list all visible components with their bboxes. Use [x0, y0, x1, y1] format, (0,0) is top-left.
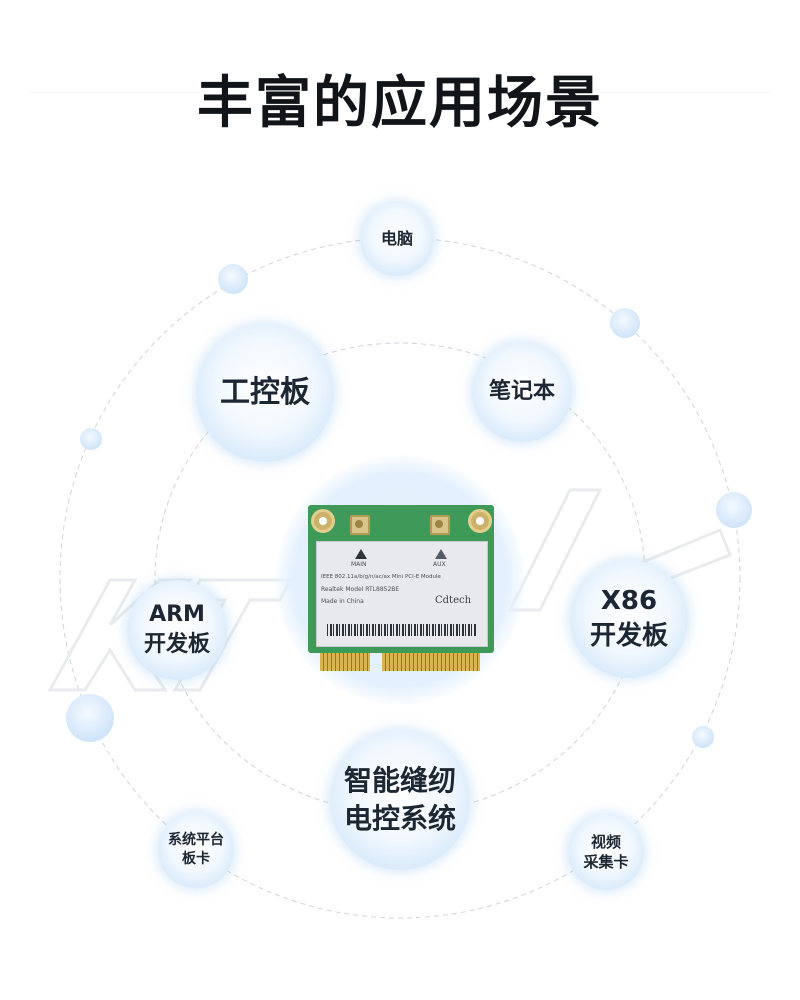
bubble-video-line2: 采集卡: [583, 853, 629, 871]
gold-fingers-left: [320, 653, 370, 671]
bubble-x86-line2: 开发板: [589, 621, 668, 651]
gold-fingers-right: [382, 653, 480, 671]
bubble-video-capture: 视频 采集卡: [568, 814, 644, 890]
module-origin: Made in China: [321, 598, 364, 605]
bubble-sewing-line2: 电控系统: [343, 802, 456, 835]
bubble-x86-line1: X86: [600, 585, 658, 616]
aux-triangle-icon: [435, 549, 447, 559]
decor-dot: [610, 308, 640, 338]
bubble-video-line1: 视频: [590, 832, 621, 851]
antenna-connector-aux: [430, 515, 450, 535]
bubble-computer: 电脑: [360, 202, 434, 276]
bubble-arm-line2: 开发板: [143, 632, 210, 657]
bubble-x86: X86 开发板: [570, 560, 688, 678]
decor-dot: [692, 726, 714, 748]
module-brand: Cdtech: [435, 595, 472, 606]
decor-dot: [218, 264, 248, 294]
bubble-industrial-board-label: 工控板: [220, 374, 310, 410]
module-model: Realtek Model RTL8852BE: [321, 586, 400, 593]
bubble-industrial-board: 工控板: [196, 324, 334, 462]
module-label: MAIN AUX IEEE 802.11a/b/g/n/ac/ax Mini P…: [316, 541, 488, 647]
bubble-sewing-line1: 智能缝纫: [343, 764, 456, 798]
module-barcode: [327, 624, 477, 636]
bubble-system-line2: 板卡: [182, 851, 210, 867]
bubble-smart-sewing: 智能缝纫 电控系统: [330, 730, 470, 870]
aux-label: AUX: [433, 561, 446, 568]
bubble-system-line1: 系统平台: [168, 832, 224, 849]
page-title: 丰富的应用场景: [197, 71, 603, 136]
title-divider-right: [600, 92, 770, 93]
decor-dot: [66, 694, 114, 742]
main-triangle-icon: [355, 549, 367, 559]
bubble-laptop-label: 笔记本: [488, 379, 555, 405]
mount-hole-left: [311, 509, 335, 533]
title-divider-left: [30, 92, 200, 93]
mount-hole-right: [468, 509, 492, 533]
bubble-arm-line1: ARM: [149, 602, 205, 628]
bubble-arm: ARM 开发板: [127, 580, 227, 680]
decor-dot: [80, 428, 102, 450]
antenna-connector-main: [350, 515, 370, 535]
bubble-laptop: 笔记本: [472, 342, 572, 442]
decor-dot: [716, 492, 752, 528]
bubble-system-platform: 系统平台 板卡: [158, 812, 234, 888]
wifi-module-card: MAIN AUX IEEE 802.11a/b/g/n/ac/ax Mini P…: [308, 505, 494, 673]
bubble-computer-label: 电脑: [380, 229, 413, 249]
main-label: MAIN: [351, 561, 367, 568]
module-spec: IEEE 802.11a/b/g/n/ac/ax Mini PCI-E Modu…: [321, 574, 441, 580]
